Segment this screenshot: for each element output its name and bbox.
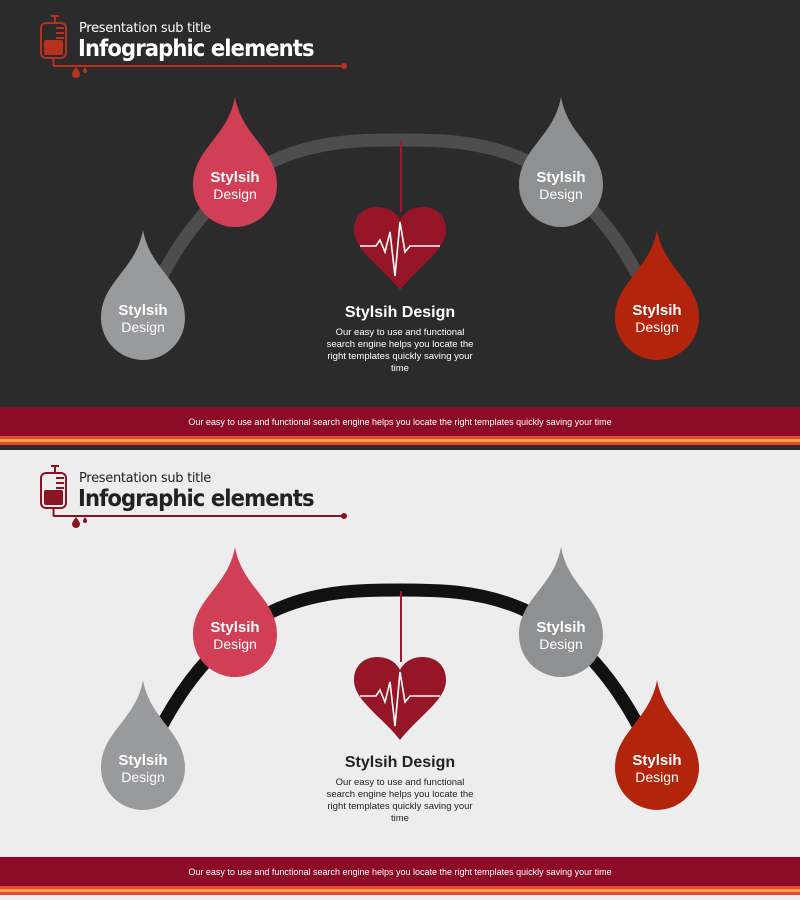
- presentation-subtitle: Presentation sub title: [79, 471, 211, 486]
- underline-end-dot: [341, 63, 347, 69]
- drop-2-label-line1: Stylsih: [210, 619, 260, 636]
- drop-1: [101, 230, 185, 360]
- drop-3-label-line2: Design: [539, 636, 583, 652]
- heart-icon: [354, 657, 446, 740]
- drop-3: [519, 97, 603, 227]
- footer-stripe: [0, 442, 800, 445]
- iv-bag-icon: [40, 465, 67, 516]
- heart-icon: [354, 207, 446, 290]
- drop-4-label: Stylsih Design: [607, 752, 707, 786]
- slide-graphics: [40, 465, 699, 810]
- drop-3-label-line1: Stylsih: [536, 169, 586, 186]
- drop-4: [615, 230, 699, 360]
- slide-graphics: [40, 15, 699, 360]
- iv-bag-fill: [44, 490, 63, 505]
- drop-2: [193, 97, 277, 227]
- small-drop-icon: [83, 517, 87, 523]
- drop-1-label-line2: Design: [121, 319, 165, 335]
- drop-1-label-line1: Stylsih: [118, 752, 168, 769]
- drop-2-label-line2: Design: [213, 636, 257, 652]
- drop-2: [193, 547, 277, 677]
- drop-2-label: Stylsih Design: [185, 619, 285, 653]
- drop-4-label-line1: Stylsih: [632, 302, 682, 319]
- drop-2-label: Stylsih Design: [185, 169, 285, 203]
- iv-bag-icon: [40, 15, 67, 66]
- drop-1-label-line2: Design: [121, 769, 165, 785]
- infographic-slide-light: Presentation sub title Infographic eleme…: [0, 450, 800, 900]
- infographic-slide-dark: Presentation sub title Infographic eleme…: [0, 0, 800, 450]
- drop-2-label-line1: Stylsih: [210, 169, 260, 186]
- drop-2-label-line2: Design: [213, 186, 257, 202]
- drop-1: [101, 680, 185, 810]
- drop-1-label: Stylsih Design: [93, 752, 193, 786]
- drop-4-label-line1: Stylsih: [632, 752, 682, 769]
- center-description: Our easy to use and functional search en…: [326, 327, 474, 374]
- presentation-subtitle: Presentation sub title: [79, 21, 211, 36]
- footer-stripe: [0, 892, 800, 895]
- drop-1-label: Stylsih Design: [93, 302, 193, 336]
- drop-3-label: Stylsih Design: [511, 619, 611, 653]
- drop-3: [519, 547, 603, 677]
- footer-stripe: [0, 889, 800, 892]
- drop-4-label: Stylsih Design: [607, 302, 707, 336]
- heartbeat-line: [360, 221, 440, 277]
- underline-end-dot: [341, 513, 347, 519]
- small-drop-icon: [83, 67, 87, 73]
- center-title: Stylsih Design: [344, 754, 456, 771]
- drop-4-label-line2: Design: [635, 769, 679, 785]
- center-info: Stylsih Design Our easy to use and funct…: [300, 754, 500, 825]
- blood-drop-icon: [72, 517, 80, 528]
- drop-1-label-line1: Stylsih: [118, 302, 168, 319]
- center-description: Our easy to use and functional search en…: [326, 777, 474, 824]
- center-title: Stylsih Design: [344, 304, 456, 321]
- footer-stripe: [0, 886, 800, 889]
- footer-banner-text: Our easy to use and functional search en…: [188, 867, 612, 877]
- footer-banner-text: Our easy to use and functional search en…: [188, 417, 612, 427]
- drop-3-label-line2: Design: [539, 186, 583, 202]
- slide-title: Infographic elements: [78, 486, 315, 512]
- heartbeat-line: [360, 671, 440, 727]
- drop-4-label-line2: Design: [635, 319, 679, 335]
- footer-stripe: [0, 439, 800, 442]
- center-info: Stylsih Design Our easy to use and funct…: [300, 304, 500, 375]
- footer-stripe: [0, 436, 800, 439]
- drop-3-label-line1: Stylsih: [536, 619, 586, 636]
- footer-banner: [0, 857, 800, 886]
- slide-title: Infographic elements: [78, 36, 315, 62]
- iv-bag-fill: [44, 40, 63, 55]
- footer-banner: [0, 407, 800, 436]
- blood-drop-icon: [72, 67, 80, 78]
- drop-4: [615, 680, 699, 810]
- drop-3-label: Stylsih Design: [511, 169, 611, 203]
